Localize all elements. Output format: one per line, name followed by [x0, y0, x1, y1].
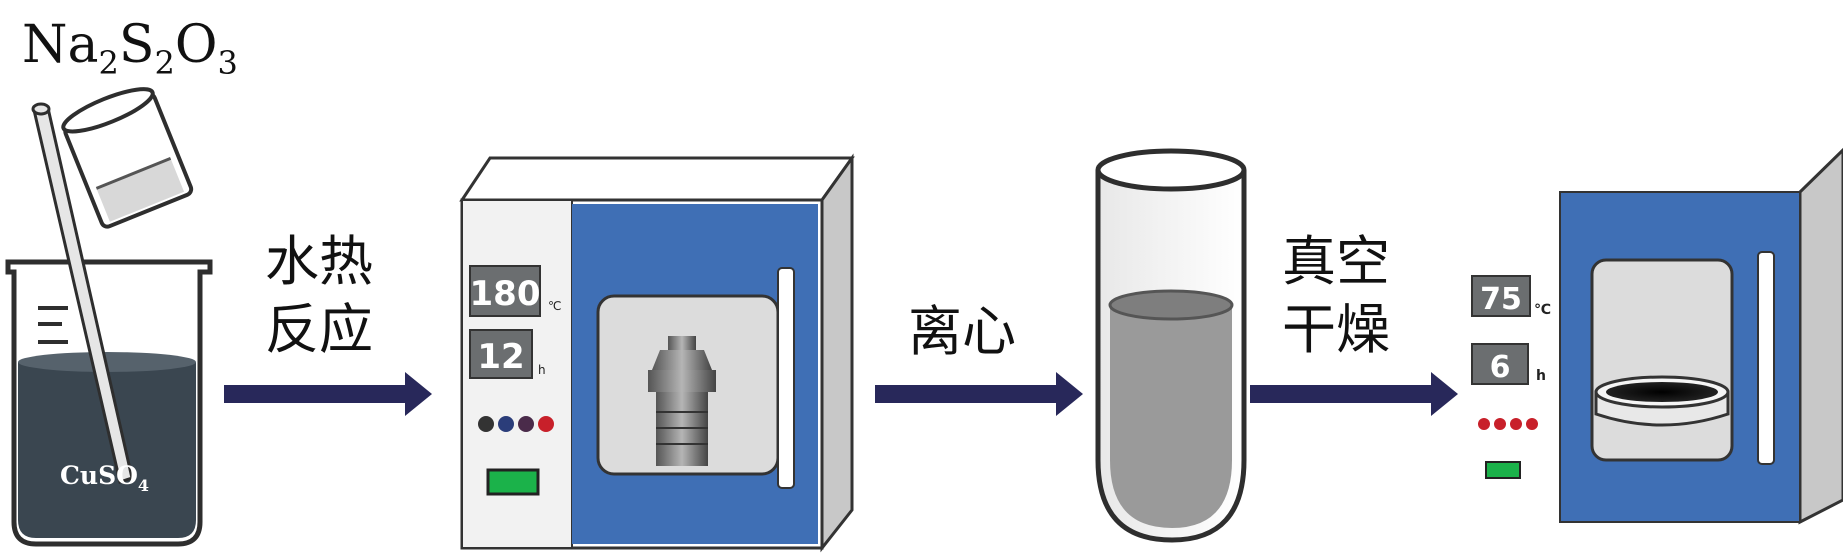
- temperature-display: [469, 265, 541, 317]
- time-value: 12: [477, 337, 524, 377]
- temperature-unit: ℃: [1534, 302, 1551, 318]
- time-unit: h: [1536, 368, 1546, 384]
- step-1-label-line2: 反应: [265, 298, 373, 361]
- arrow-3: [1250, 372, 1458, 416]
- arrow-1: [224, 372, 432, 416]
- time-unit: h: [538, 363, 546, 377]
- time-display: [1471, 343, 1529, 385]
- indicator-light: [498, 416, 514, 432]
- copper-sulfate-formula: CuSO4: [60, 461, 149, 495]
- reagent-bottle: [61, 87, 194, 229]
- arrow-2: [875, 372, 1083, 416]
- temperature-value: 180: [470, 274, 541, 314]
- indicator-light: [1478, 418, 1490, 430]
- step-3-label-line2: 干燥: [1282, 298, 1390, 361]
- temperature-value: 75: [1480, 282, 1522, 317]
- power-button: [486, 468, 540, 496]
- beaker: CuSO4: [5, 102, 213, 547]
- indicator-light: [1526, 418, 1538, 430]
- power-button: [1485, 461, 1521, 479]
- centrifuge-tube: [1095, 148, 1247, 543]
- time-value: 6: [1490, 350, 1511, 385]
- indicator-light: [1510, 418, 1522, 430]
- vacuum-oven: 75 ℃ 6 h: [1471, 147, 1843, 525]
- autoclave-icon: [648, 336, 716, 466]
- step-2-label-line1: 离心: [908, 300, 1016, 363]
- temperature-unit: ℃: [548, 299, 561, 313]
- indicator-light: [518, 416, 534, 432]
- hydrothermal-oven: 180 ℃ 12 h: [459, 153, 855, 553]
- time-display: [469, 329, 533, 379]
- petri-dish-icon: [1594, 375, 1730, 427]
- sodium-thiosulfate-formula: Na2S2O3: [22, 15, 238, 82]
- step-1-label-line1: 水热: [265, 230, 373, 293]
- indicator-light: [1494, 418, 1506, 430]
- indicator-light: [478, 416, 494, 432]
- temperature-display: [1471, 275, 1531, 317]
- step-3-label-line1: 真空: [1282, 230, 1390, 293]
- indicator-light: [538, 416, 554, 432]
